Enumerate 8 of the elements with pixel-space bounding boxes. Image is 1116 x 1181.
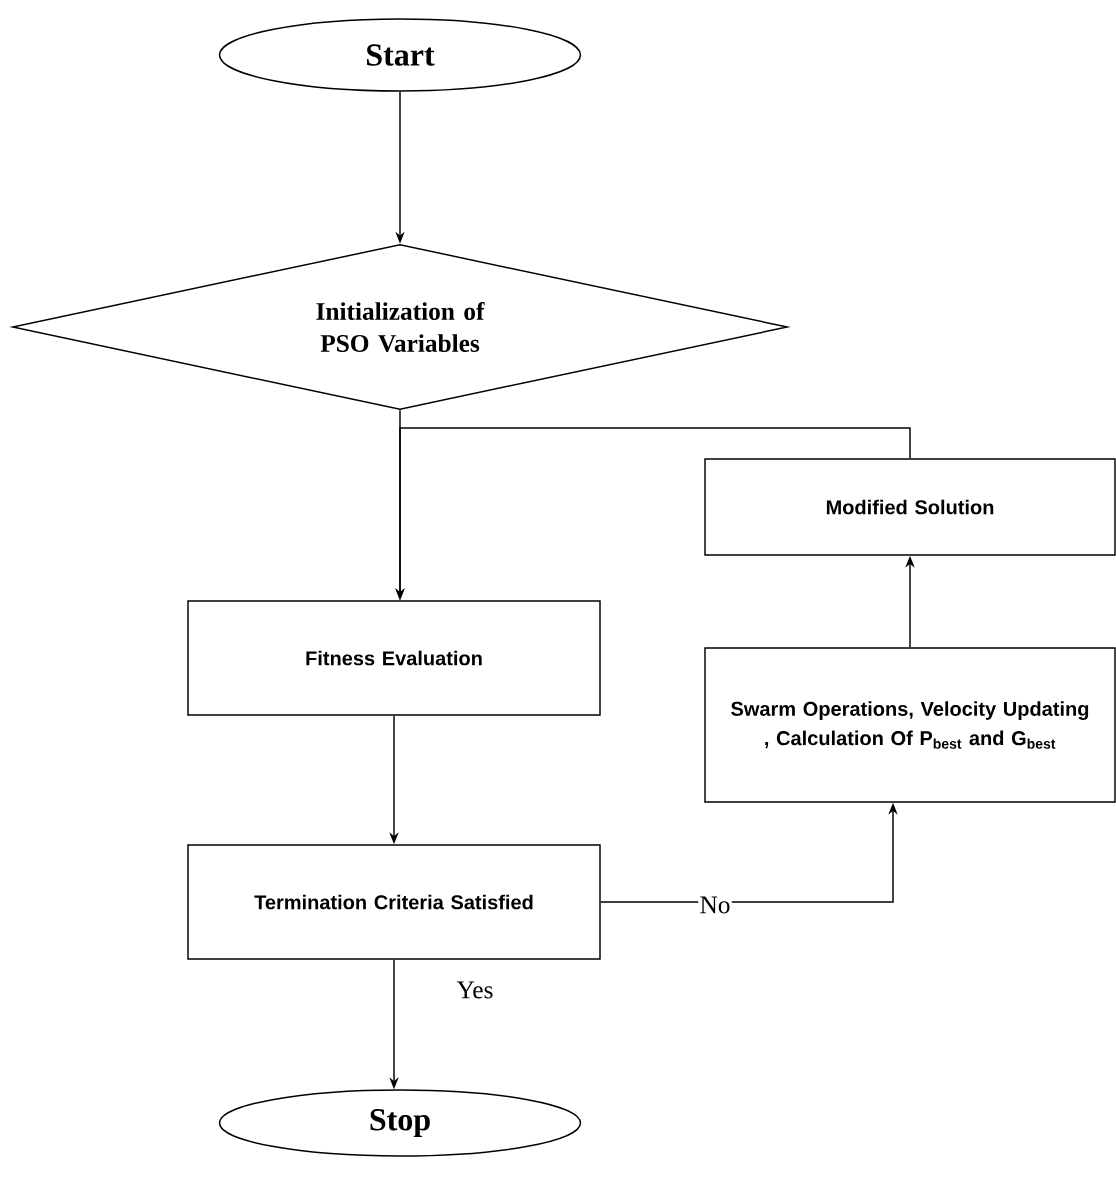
edge-label: No (698, 895, 732, 915)
edge-label: Yes (455, 980, 495, 1000)
stop-oval: Stop (218, 1089, 582, 1157)
process-box: Fitness Evaluation (187, 600, 601, 716)
start-oval: Start (218, 18, 582, 92)
process-box: Swarm Operations, Velocity Updating , Calculation Of P$_{best}$ and G$_{best}$ (704, 647, 1116, 803)
process-box: Termination Criteria Satisfied (187, 844, 601, 960)
process-box: Modified Solution (704, 458, 1116, 556)
